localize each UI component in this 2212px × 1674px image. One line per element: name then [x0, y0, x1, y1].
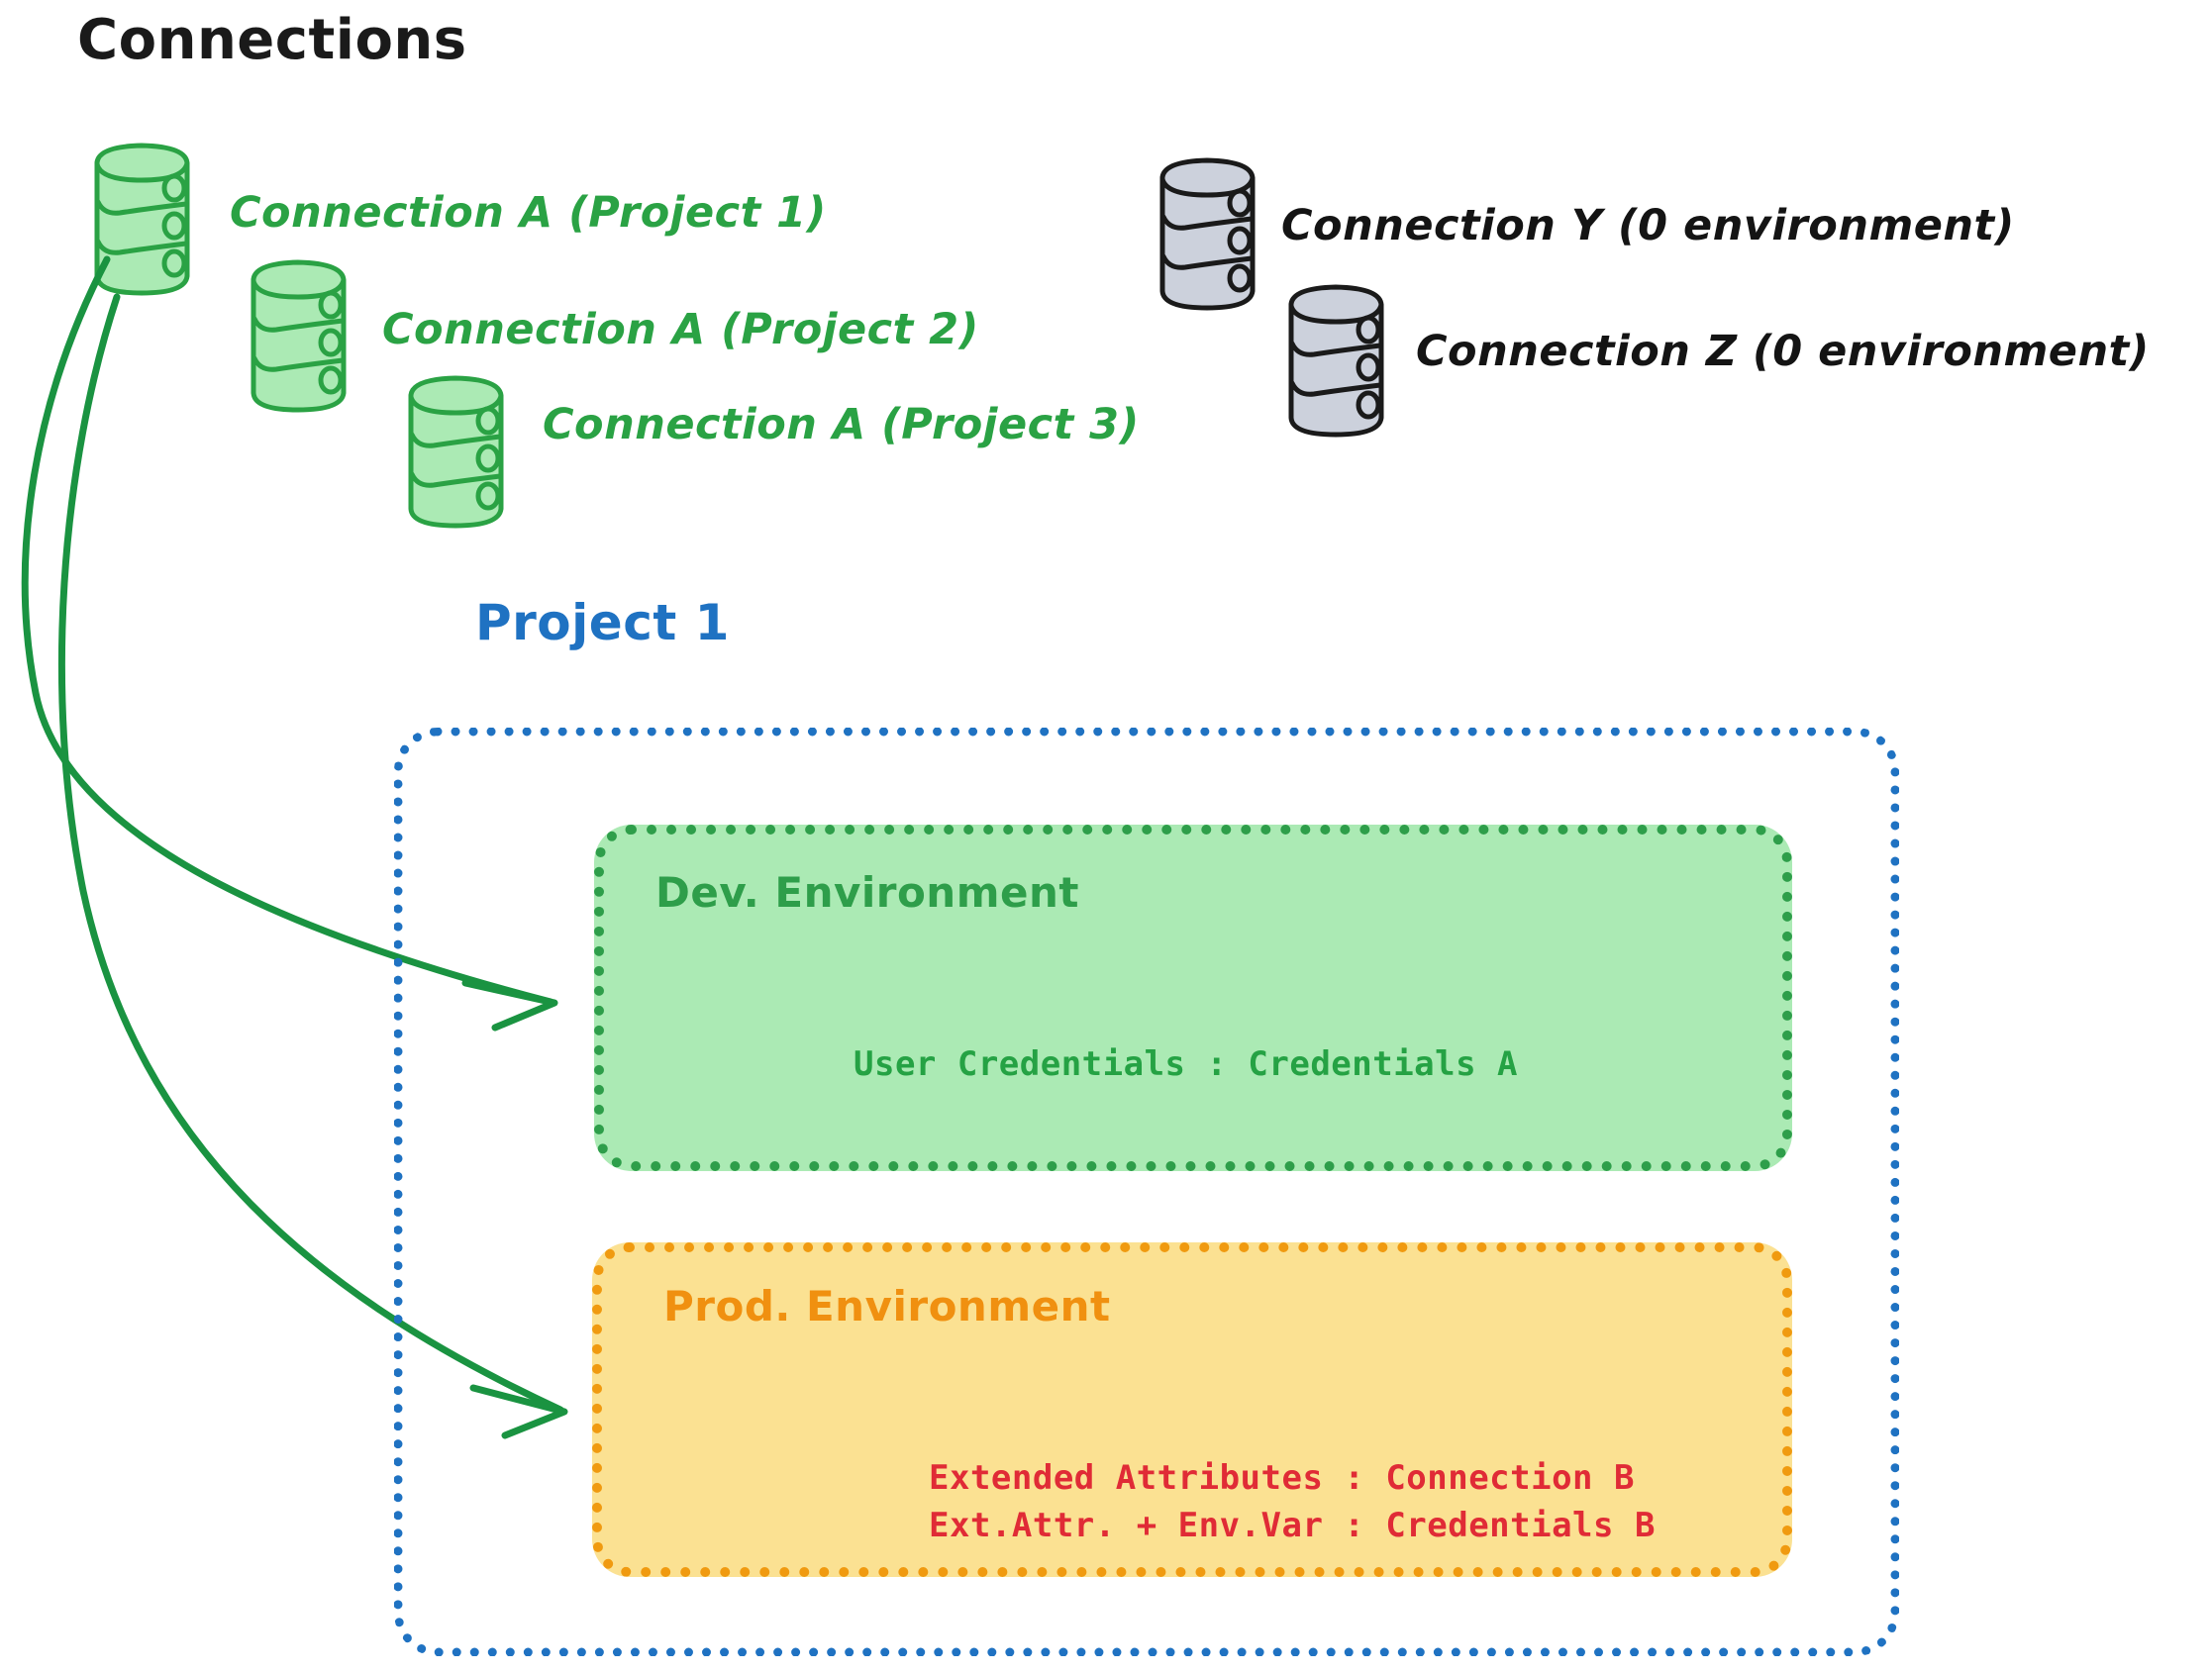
connection-label-a2: Connection A (Project 2) [382, 305, 979, 354]
connection-label-a3: Connection A (Project 3) [543, 400, 1140, 449]
dev-environment-title: Dev. Environment [655, 868, 1079, 917]
database-icon [1153, 153, 1271, 316]
prod-environment-entry-0: Extended Attributes : Connection B [929, 1458, 1635, 1498]
database-icon [244, 255, 362, 418]
project-title: Project 1 [475, 594, 730, 651]
project-container [394, 728, 1899, 1656]
database-icon [87, 139, 206, 301]
prod-environment-title: Prod. Environment [663, 1282, 1111, 1330]
dev-environment-entry-0: User Credentials : Credentials A [854, 1044, 1519, 1084]
connection-label-y: Connection Y (0 environment) [1281, 201, 2015, 250]
dev-environment-box: Dev. Environment User Credentials : Cred… [594, 825, 1792, 1171]
database-icon [401, 371, 520, 534]
prod-environment-entry-1: Ext.Attr. + Env.Var : Credentials B [929, 1506, 1656, 1545]
prod-environment-box: Prod. Environment Extended Attributes : … [592, 1242, 1792, 1577]
connection-label-z: Connection Z (0 environment) [1416, 327, 2150, 376]
database-icon [1281, 280, 1400, 443]
page-title: Connections [77, 8, 467, 72]
connection-label-a1: Connection A (Project 1) [230, 188, 827, 238]
